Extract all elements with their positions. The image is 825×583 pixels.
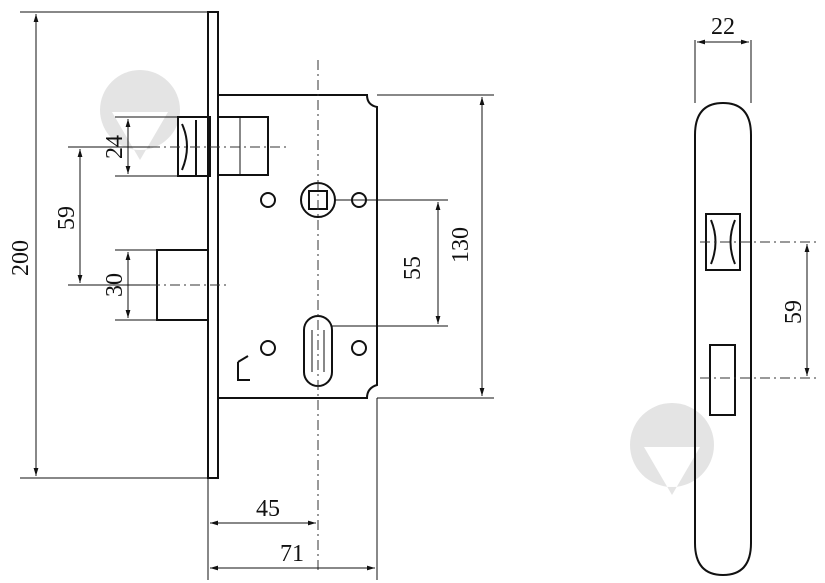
dim-label-71: 71 <box>280 541 304 567</box>
faceplate-front-view <box>694 101 818 577</box>
faceplate-front <box>694 101 752 577</box>
dim-label-55: 55 <box>400 256 426 280</box>
dim-label-130: 130 <box>448 227 474 263</box>
dim-case-height: 130 <box>377 94 494 399</box>
latch-bolt <box>177 116 269 177</box>
dim-label-59-left: 59 <box>54 206 80 230</box>
mount-hole <box>260 340 276 356</box>
dim-label-200: 200 <box>8 240 34 276</box>
cylinder-cutout <box>303 315 333 387</box>
dim-label-45: 45 <box>256 496 280 522</box>
dim-total-height: 200 <box>8 11 208 479</box>
dim-label-30: 30 <box>102 273 128 297</box>
catch-detail <box>237 355 250 381</box>
dim-label-59-right: 59 <box>781 300 807 324</box>
dim-label-24: 24 <box>102 135 128 159</box>
dim-label-22: 22 <box>711 14 735 40</box>
dim-faceplate-spacing: 59 <box>781 244 810 376</box>
watermark-logo-icon <box>630 403 714 495</box>
dim-spindle-latch-left: 59 <box>54 146 150 286</box>
mount-hole <box>351 340 367 356</box>
lock-case <box>218 94 378 399</box>
dim-backset: 45 <box>207 478 316 580</box>
dim-case-depth: 71 <box>210 398 378 580</box>
dim-faceplate-width: 22 <box>694 14 752 103</box>
mount-hole <box>260 192 276 208</box>
faceplate-side <box>207 11 219 479</box>
dim-latch-height: 24 <box>102 116 178 177</box>
dim-spindle-cylinder: 55 <box>332 199 448 327</box>
watermark-logo-icon <box>100 70 180 160</box>
dim-deadbolt-height: 30 <box>102 249 157 321</box>
deadbolt-opening <box>709 344 736 416</box>
lock-body-view <box>150 11 378 570</box>
